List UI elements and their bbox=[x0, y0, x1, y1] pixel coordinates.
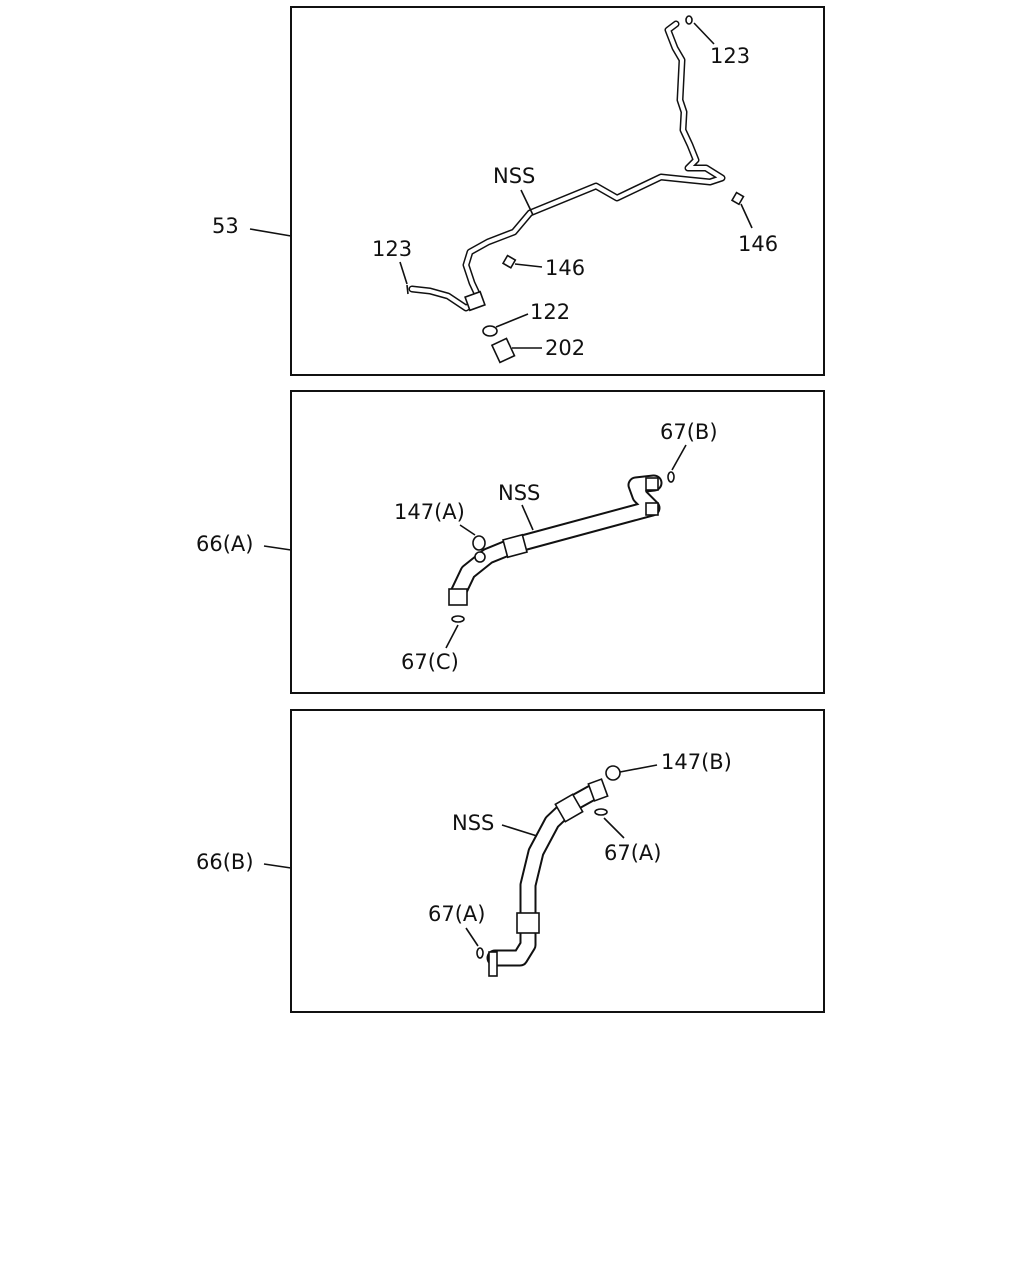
hose-66a-crimp bbox=[502, 533, 528, 559]
label-oring-top: 123 bbox=[710, 44, 750, 68]
hose-66b-fitting-top bbox=[587, 778, 609, 802]
oring-67a-right-icon bbox=[594, 808, 608, 816]
panel-66b-frame bbox=[290, 709, 825, 1013]
label-67b: 67(B) bbox=[660, 420, 718, 444]
leader-nss bbox=[520, 189, 534, 216]
label-oring-left: 123 bbox=[372, 237, 412, 261]
leader-nss-66a bbox=[521, 504, 534, 531]
leader-67a-right bbox=[603, 817, 625, 839]
leader-oring-top bbox=[693, 22, 715, 45]
hose-66a-fitting-mid bbox=[645, 502, 659, 516]
label-147b: 147(B) bbox=[661, 750, 732, 774]
clip-mid-icon bbox=[501, 254, 517, 269]
cap-147a-icon bbox=[472, 535, 486, 551]
panel-66b-ref-leader bbox=[263, 863, 292, 869]
hose-66b-crimp-top bbox=[554, 793, 584, 823]
label-nss-66a: NSS bbox=[498, 481, 540, 505]
cap-147a-seat bbox=[474, 551, 486, 563]
leader-67b bbox=[671, 444, 687, 471]
panel-53-ref-leader bbox=[249, 228, 292, 237]
panel-66b-ref-label: 66(B) bbox=[196, 850, 254, 874]
oring-67b-icon bbox=[667, 471, 675, 483]
leader-clip-mid bbox=[514, 263, 543, 268]
cap-147b-icon bbox=[605, 765, 621, 781]
label-oring-122: 122 bbox=[530, 300, 570, 324]
panel-53: 53 123 NSS 146 123 146 122 202 bbox=[212, 6, 825, 376]
oring-67a-left-icon bbox=[476, 947, 484, 959]
label-67a-right: 67(A) bbox=[604, 841, 661, 865]
leader-oring-122 bbox=[495, 313, 529, 328]
panel-66a-ref-leader bbox=[263, 545, 292, 551]
label-nss-66b: NSS bbox=[452, 811, 494, 835]
label-nss: NSS bbox=[493, 164, 535, 188]
hose-66a-fitting-bottom bbox=[448, 588, 468, 606]
panel-66b: 66(B) 147(B) NSS 67(A) 67(A) bbox=[196, 709, 825, 1013]
label-switch-202: 202 bbox=[545, 336, 585, 360]
leader-147b bbox=[619, 764, 658, 773]
panel-53-frame bbox=[290, 6, 825, 376]
switch-202-icon bbox=[490, 337, 516, 364]
leader-oring-left bbox=[399, 261, 408, 285]
label-clip-right: 146 bbox=[738, 232, 778, 256]
label-147a: 147(A) bbox=[394, 500, 465, 524]
hose-66b-crimp-bottom bbox=[516, 912, 540, 934]
panel-53-ref-label: 53 bbox=[212, 214, 239, 238]
hose-66b bbox=[486, 781, 606, 967]
leader-67a-left bbox=[465, 927, 479, 947]
leader-nss-66b bbox=[501, 824, 538, 837]
oring-122-icon bbox=[482, 325, 498, 337]
label-67c: 67(C) bbox=[401, 650, 459, 674]
clip-right-icon bbox=[730, 191, 745, 206]
oring-top-icon bbox=[685, 15, 693, 25]
hose-66a-fitting-top bbox=[645, 477, 659, 491]
pipe-joint-block bbox=[464, 290, 486, 312]
leader-clip-right bbox=[740, 203, 753, 229]
hose-66a-inner bbox=[451, 476, 661, 600]
panel-66a-frame bbox=[290, 390, 825, 694]
panel-66a: 66(A) 67(B) NSS 147(A) 67(C) bbox=[196, 390, 825, 694]
hose-66b-fitting-bottom bbox=[488, 951, 498, 977]
oring-67c-icon bbox=[451, 615, 465, 623]
label-67a-left: 67(A) bbox=[428, 902, 485, 926]
label-clip-mid: 146 bbox=[545, 256, 585, 280]
hose-66b-inner bbox=[488, 783, 604, 965]
oring-left-mark bbox=[406, 284, 409, 295]
leader-147a bbox=[459, 524, 476, 536]
panel-66a-ref-label: 66(A) bbox=[196, 532, 253, 556]
leader-67c bbox=[445, 624, 459, 649]
pipe-line-inner bbox=[410, 22, 724, 310]
